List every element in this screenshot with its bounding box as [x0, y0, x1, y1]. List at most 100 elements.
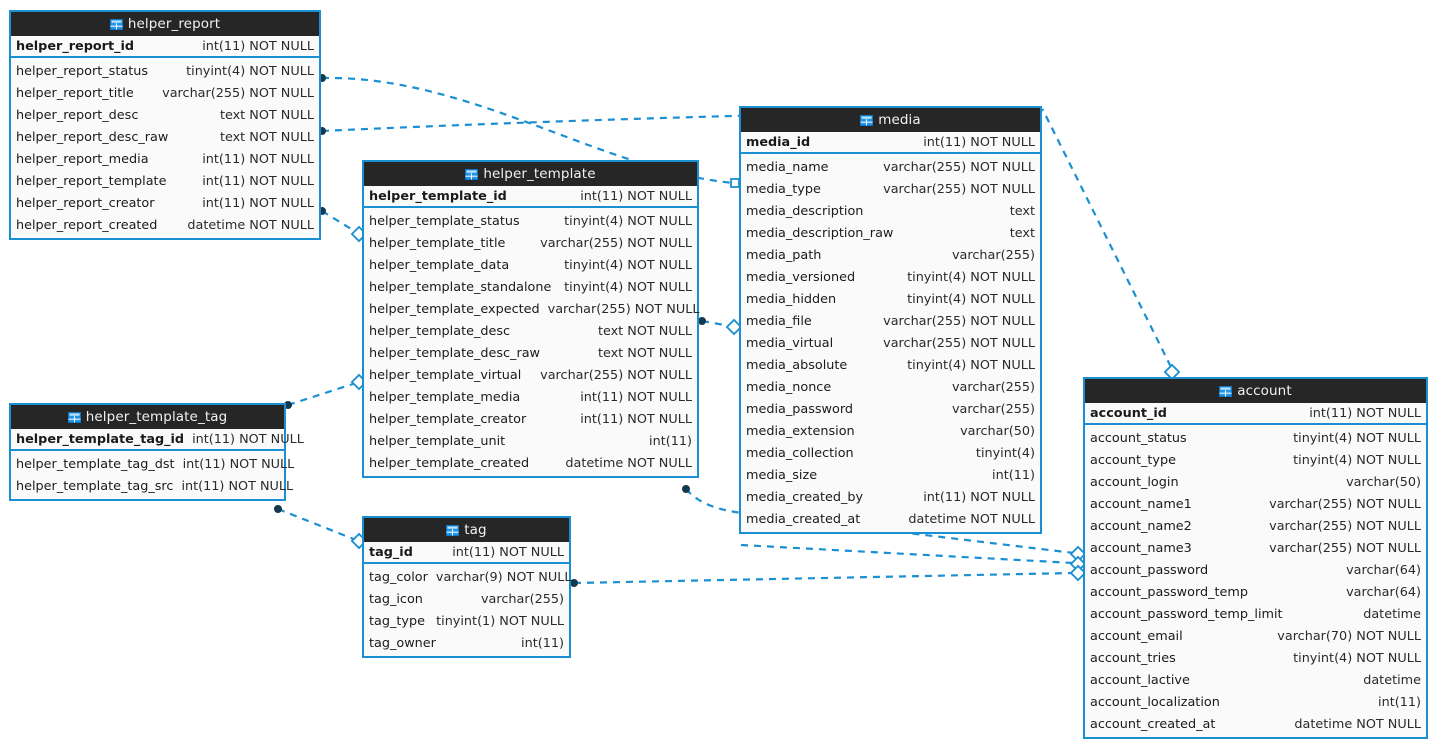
column-type: int(11) NOT NULL: [202, 38, 314, 54]
column-row[interactable]: helper_report_created datetime NOT NULL: [11, 214, 319, 236]
table-header-media[interactable]: media: [741, 108, 1040, 132]
column-name: media_versioned: [746, 269, 856, 285]
column-type: datetime NOT NULL: [908, 511, 1035, 527]
column-name: tag_color: [369, 569, 428, 585]
column-type: int(11) NOT NULL: [923, 134, 1035, 150]
column-name: helper_report_created: [16, 217, 158, 233]
column-name: account_name3: [1090, 540, 1192, 556]
column-name: helper_report_status: [16, 63, 148, 79]
table-header-helper_template_tag[interactable]: helper_template_tag: [11, 405, 284, 429]
column-type: text NOT NULL: [219, 107, 314, 123]
column-type: varchar(255): [951, 247, 1035, 263]
table-node-helper_template[interactable]: helper_template helper_template_id int(11)…: [362, 160, 700, 478]
table-title: account: [1237, 383, 1292, 399]
column-type: int(11) NOT NULL: [580, 188, 692, 204]
table-header-helper_report[interactable]: helper_report: [11, 12, 319, 36]
column-name: media_type: [746, 181, 821, 197]
relation-media-account: [740, 543, 1087, 573]
table-header-account[interactable]: account: [1085, 379, 1426, 403]
table-title: helper_template_tag: [85, 409, 228, 425]
table-node-helper_template_tag[interactable]: helper_template_tag helper_template_tag_i…: [9, 403, 304, 501]
column-name: account_password_temp: [1090, 584, 1249, 600]
column-type: tinyint(4) NOT NULL: [907, 269, 1035, 285]
column-name: account_status: [1090, 430, 1187, 446]
column-name: helper_report_desc_raw: [16, 129, 169, 145]
column-name: helper_template_id: [369, 188, 507, 204]
table-title: helper_template: [483, 166, 596, 182]
column-type: tinyint(4) NOT NULL: [1293, 452, 1421, 468]
table-header-helper_template[interactable]: helper_template: [364, 162, 697, 186]
column-type: datetime NOT NULL: [187, 217, 314, 233]
column-row[interactable]: account_password_temp varchar(64): [1085, 581, 1426, 603]
table-header-tag[interactable]: tag: [364, 518, 569, 542]
column-row[interactable]: media_versioned tinyint(4) NOT NULL: [741, 266, 1040, 288]
primary-key-row[interactable]: helper_template_id int(11) NOT NULL: [364, 186, 697, 208]
column-name: tag_type: [369, 613, 425, 629]
column-type: varchar(64): [1346, 584, 1421, 600]
